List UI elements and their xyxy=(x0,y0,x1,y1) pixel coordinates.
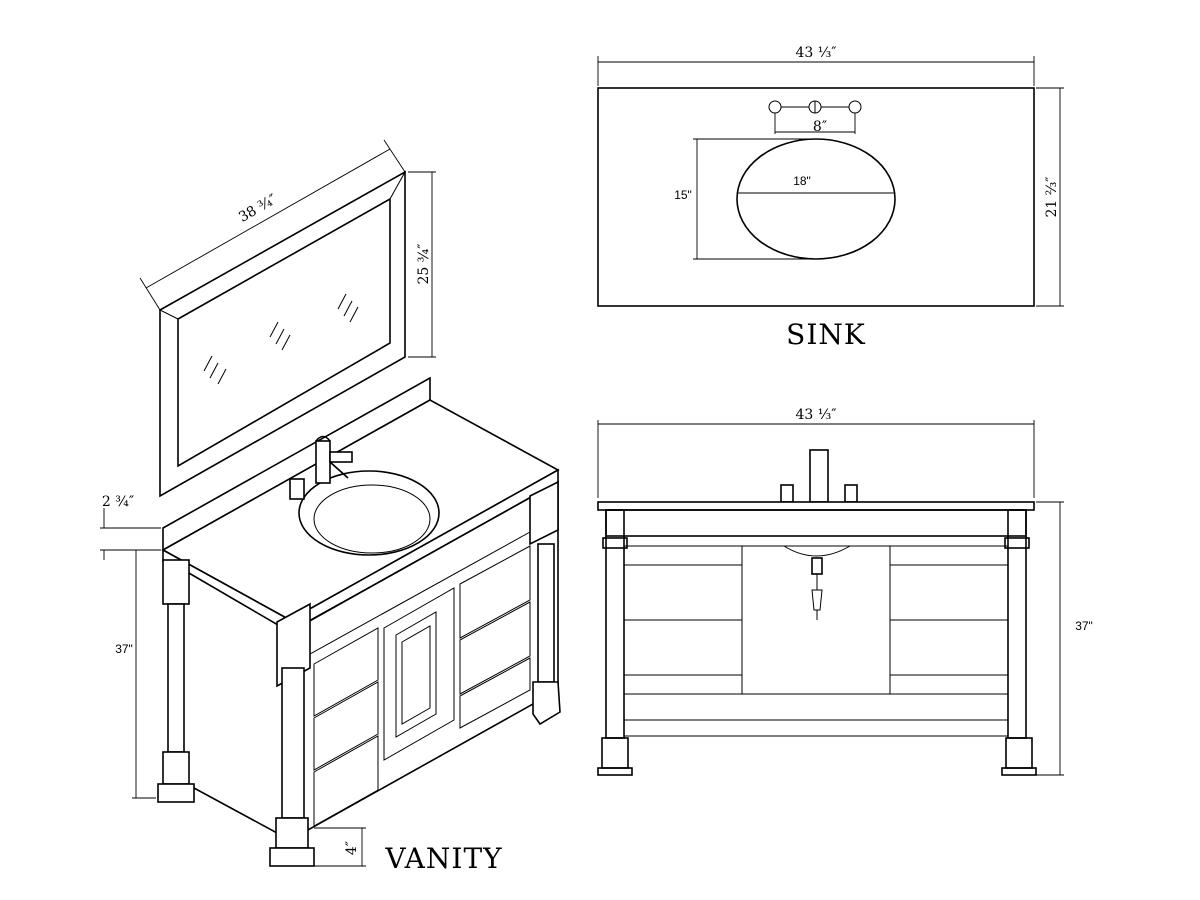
leg-front-left xyxy=(281,667,305,819)
front-countertop xyxy=(597,501,1035,511)
faucet-spread-label: 8″ xyxy=(813,119,827,135)
cabinet-door xyxy=(383,587,455,761)
mirror-width-label: 38 ¾″ xyxy=(236,191,280,225)
mirror-height-label: 25 ¾″ xyxy=(416,243,432,284)
vanity-front-view: 43 ⅓″ xyxy=(597,407,1093,776)
perspective-faucet xyxy=(315,440,331,484)
sink-depth-label: 21 ⅔″ xyxy=(1044,176,1060,217)
front-faucet-handle-left xyxy=(780,484,794,503)
toe-kick-label: 4″ xyxy=(344,841,360,855)
leg-back-left xyxy=(167,603,185,753)
leg-front-right xyxy=(537,543,555,683)
backsplash-height-label: 2 ¾″ xyxy=(102,494,134,510)
front-faucet-spout xyxy=(809,449,829,503)
faucet-hole-right xyxy=(848,100,862,114)
sink-top-view: 8″ 18" 15" 43 ⅓″ 21 ⅔″ SINK xyxy=(597,45,1064,351)
faucet-hole-left xyxy=(768,100,782,114)
countertop-outline xyxy=(597,87,1035,307)
mirror-glare-1 xyxy=(203,355,227,385)
basin-ellipse xyxy=(736,138,896,260)
front-faucet-handle-right xyxy=(844,484,858,503)
front-height-label: 37" xyxy=(1075,619,1093,633)
mirror-glare-2 xyxy=(269,321,291,351)
basin-width-label: 18" xyxy=(793,174,811,188)
front-leg-left xyxy=(605,509,625,739)
front-leg-right xyxy=(1007,509,1027,739)
front-sink-bowl xyxy=(783,545,851,557)
sink-title: SINK xyxy=(786,318,866,351)
vanity-title: VANITY xyxy=(384,842,502,875)
front-width-label: 43 ⅓″ xyxy=(795,407,836,423)
basin-depth-label: 15" xyxy=(674,188,692,202)
vanity-perspective-view: 38 ¾″ 25 ¾″ xyxy=(100,139,561,875)
vanity-height-label: 37" xyxy=(115,642,133,656)
mirror-glare-3 xyxy=(337,293,359,323)
perspective-sink-basin xyxy=(298,470,440,556)
sink-width-label: 43 ⅓″ xyxy=(795,45,836,61)
